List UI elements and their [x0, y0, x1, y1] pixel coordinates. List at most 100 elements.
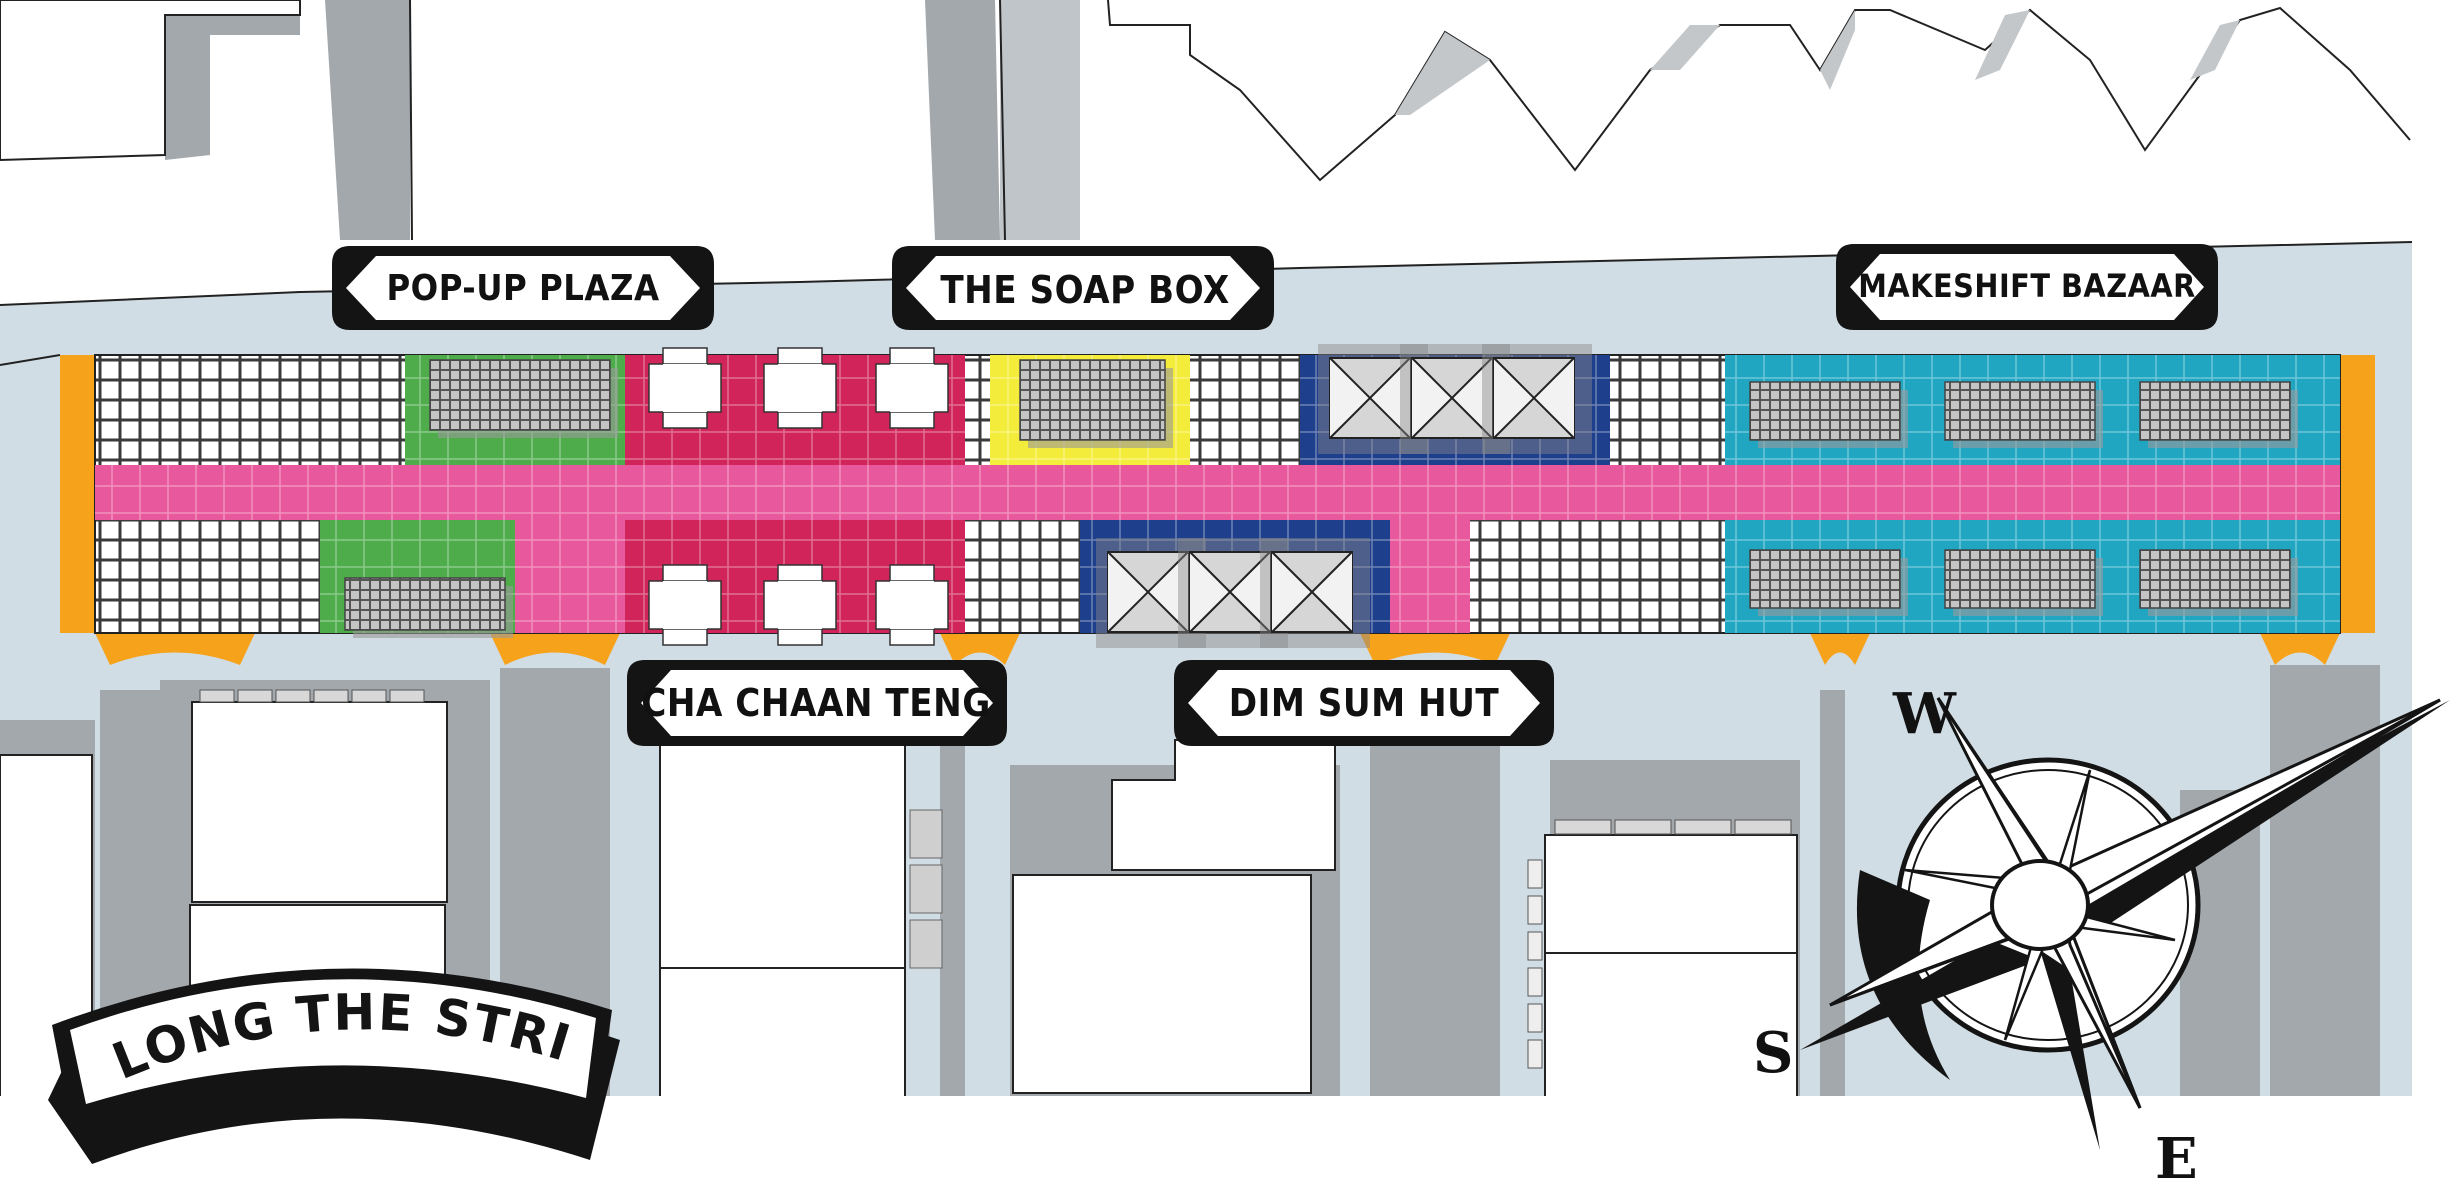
sign-the-soap-box[interactable]: THE SOAP BOX [892, 246, 1274, 330]
stall-soap-box [1019, 359, 1166, 441]
entrance-east [2340, 355, 2375, 633]
window [1674, 819, 1732, 835]
compass-west-label: W [1892, 681, 1957, 747]
label-cha-chaan-teng: CHA CHAAN TENG [641, 681, 991, 725]
entrance-west [60, 355, 95, 633]
dining-table [875, 347, 949, 429]
window [313, 689, 349, 703]
roof-shadow [1395, 32, 1490, 115]
label-makeshift-bazaar: MAKESHIFT BAZAAR [1858, 267, 2196, 305]
dining-table-center [778, 364, 822, 412]
covered-stall-facet [1312, 552, 1352, 632]
covered-stall [1482, 344, 1592, 454]
building [191, 701, 448, 903]
building [0, 0, 301, 162]
window [1734, 819, 1792, 835]
window [1527, 859, 1543, 889]
entrance-tab [940, 633, 1020, 665]
stall-bazaar [1749, 381, 1901, 441]
dining-table [763, 347, 837, 429]
zone-walkway-spur-grid [1390, 520, 1470, 633]
alley [925, 0, 1000, 240]
label-the-soap-box: THE SOAP BOX [940, 268, 1229, 312]
stall-bazaar [1944, 381, 2096, 441]
label-pop-up-plaza: POP-UP PLAZA [386, 268, 659, 309]
window [1527, 895, 1543, 925]
alley-edge [999, 0, 1006, 241]
alley [325, 0, 410, 240]
alley [940, 740, 965, 1098]
market-strip [60, 344, 2375, 665]
stall-bazaar [1749, 549, 1901, 609]
covered-stall-facet [1534, 358, 1574, 438]
covered-stall-diag [1411, 357, 1493, 439]
rooftop-outline [1107, 0, 2411, 182]
window [389, 689, 425, 703]
covered-stall [1096, 538, 1206, 648]
window [275, 689, 311, 703]
zone-walkway-spur-grid [515, 520, 625, 633]
covered-stall [1178, 538, 1288, 648]
dining-table-center [778, 581, 822, 629]
window [1614, 819, 1672, 835]
stall-bazaar [1944, 549, 2096, 609]
covered-stall-facet [1370, 358, 1410, 438]
covered-stall [1260, 538, 1370, 648]
entrance-tab [490, 633, 620, 665]
map-margin [2412, 240, 2460, 1100]
covered-stall-facet [1230, 552, 1270, 632]
building-shadow [165, 0, 300, 160]
covered-stall-diag [1271, 551, 1353, 633]
stall-bazaar [2139, 381, 2291, 441]
covered-stall [1400, 344, 1510, 454]
alley [2270, 665, 2380, 1098]
covered-stall-facet [1412, 358, 1452, 438]
window [909, 809, 943, 859]
dining-table-center [663, 581, 707, 629]
window [909, 919, 943, 969]
building [1544, 834, 1798, 954]
covered-stall-diag [1107, 551, 1189, 633]
window [237, 689, 273, 703]
covered-stall-facet [1452, 358, 1492, 438]
window [1527, 1039, 1543, 1069]
compass-east-label: E [2155, 1126, 2198, 1192]
alley [1370, 745, 1500, 1098]
compass-south-label: S [1753, 1020, 1793, 1086]
dining-table-center [663, 364, 707, 412]
zone-walkway-spur [515, 520, 625, 633]
sign-makeshift-bazaar[interactable]: MAKESHIFT BAZAAR [1836, 244, 2218, 330]
roof-shadow [1820, 10, 1855, 90]
building [659, 967, 906, 1099]
entrance-tab [95, 633, 255, 665]
covered-stall-facet [1190, 552, 1230, 632]
zone-walkway [95, 465, 2340, 520]
building [1012, 874, 1312, 1094]
entrance-tab [1810, 633, 1870, 665]
sign-cha-chaan-teng[interactable]: CHA CHAAN TENG [627, 660, 1007, 746]
sign-pop-up-plaza[interactable]: POP-UP PLAZA [332, 246, 714, 330]
roof-shadow [2190, 20, 2240, 80]
dining-table [648, 564, 722, 646]
entrance-tab [2260, 633, 2340, 665]
compass-rose: W S E [1753, 681, 2450, 1192]
window [1554, 819, 1612, 835]
buildings-north [0, 0, 2411, 241]
alley-light [1000, 0, 1080, 240]
window [1527, 931, 1543, 961]
covered-stall-facet [1148, 552, 1188, 632]
stall-bazaar [2139, 549, 2291, 609]
curb-north [0, 241, 2413, 306]
covered-stall-facet [1494, 358, 1534, 438]
covered-stall [1318, 344, 1428, 454]
curb [0, 354, 61, 366]
sign-dim-sum-hut[interactable]: DIM SUM HUT [1174, 660, 1554, 746]
covered-stall-diag [1493, 357, 1575, 439]
window [1527, 1003, 1543, 1033]
zone-walkway-spur [1390, 520, 1470, 633]
window [199, 689, 235, 703]
dining-table [875, 564, 949, 646]
dining-table-center [890, 581, 934, 629]
zone-walkway-grid [95, 465, 2340, 520]
